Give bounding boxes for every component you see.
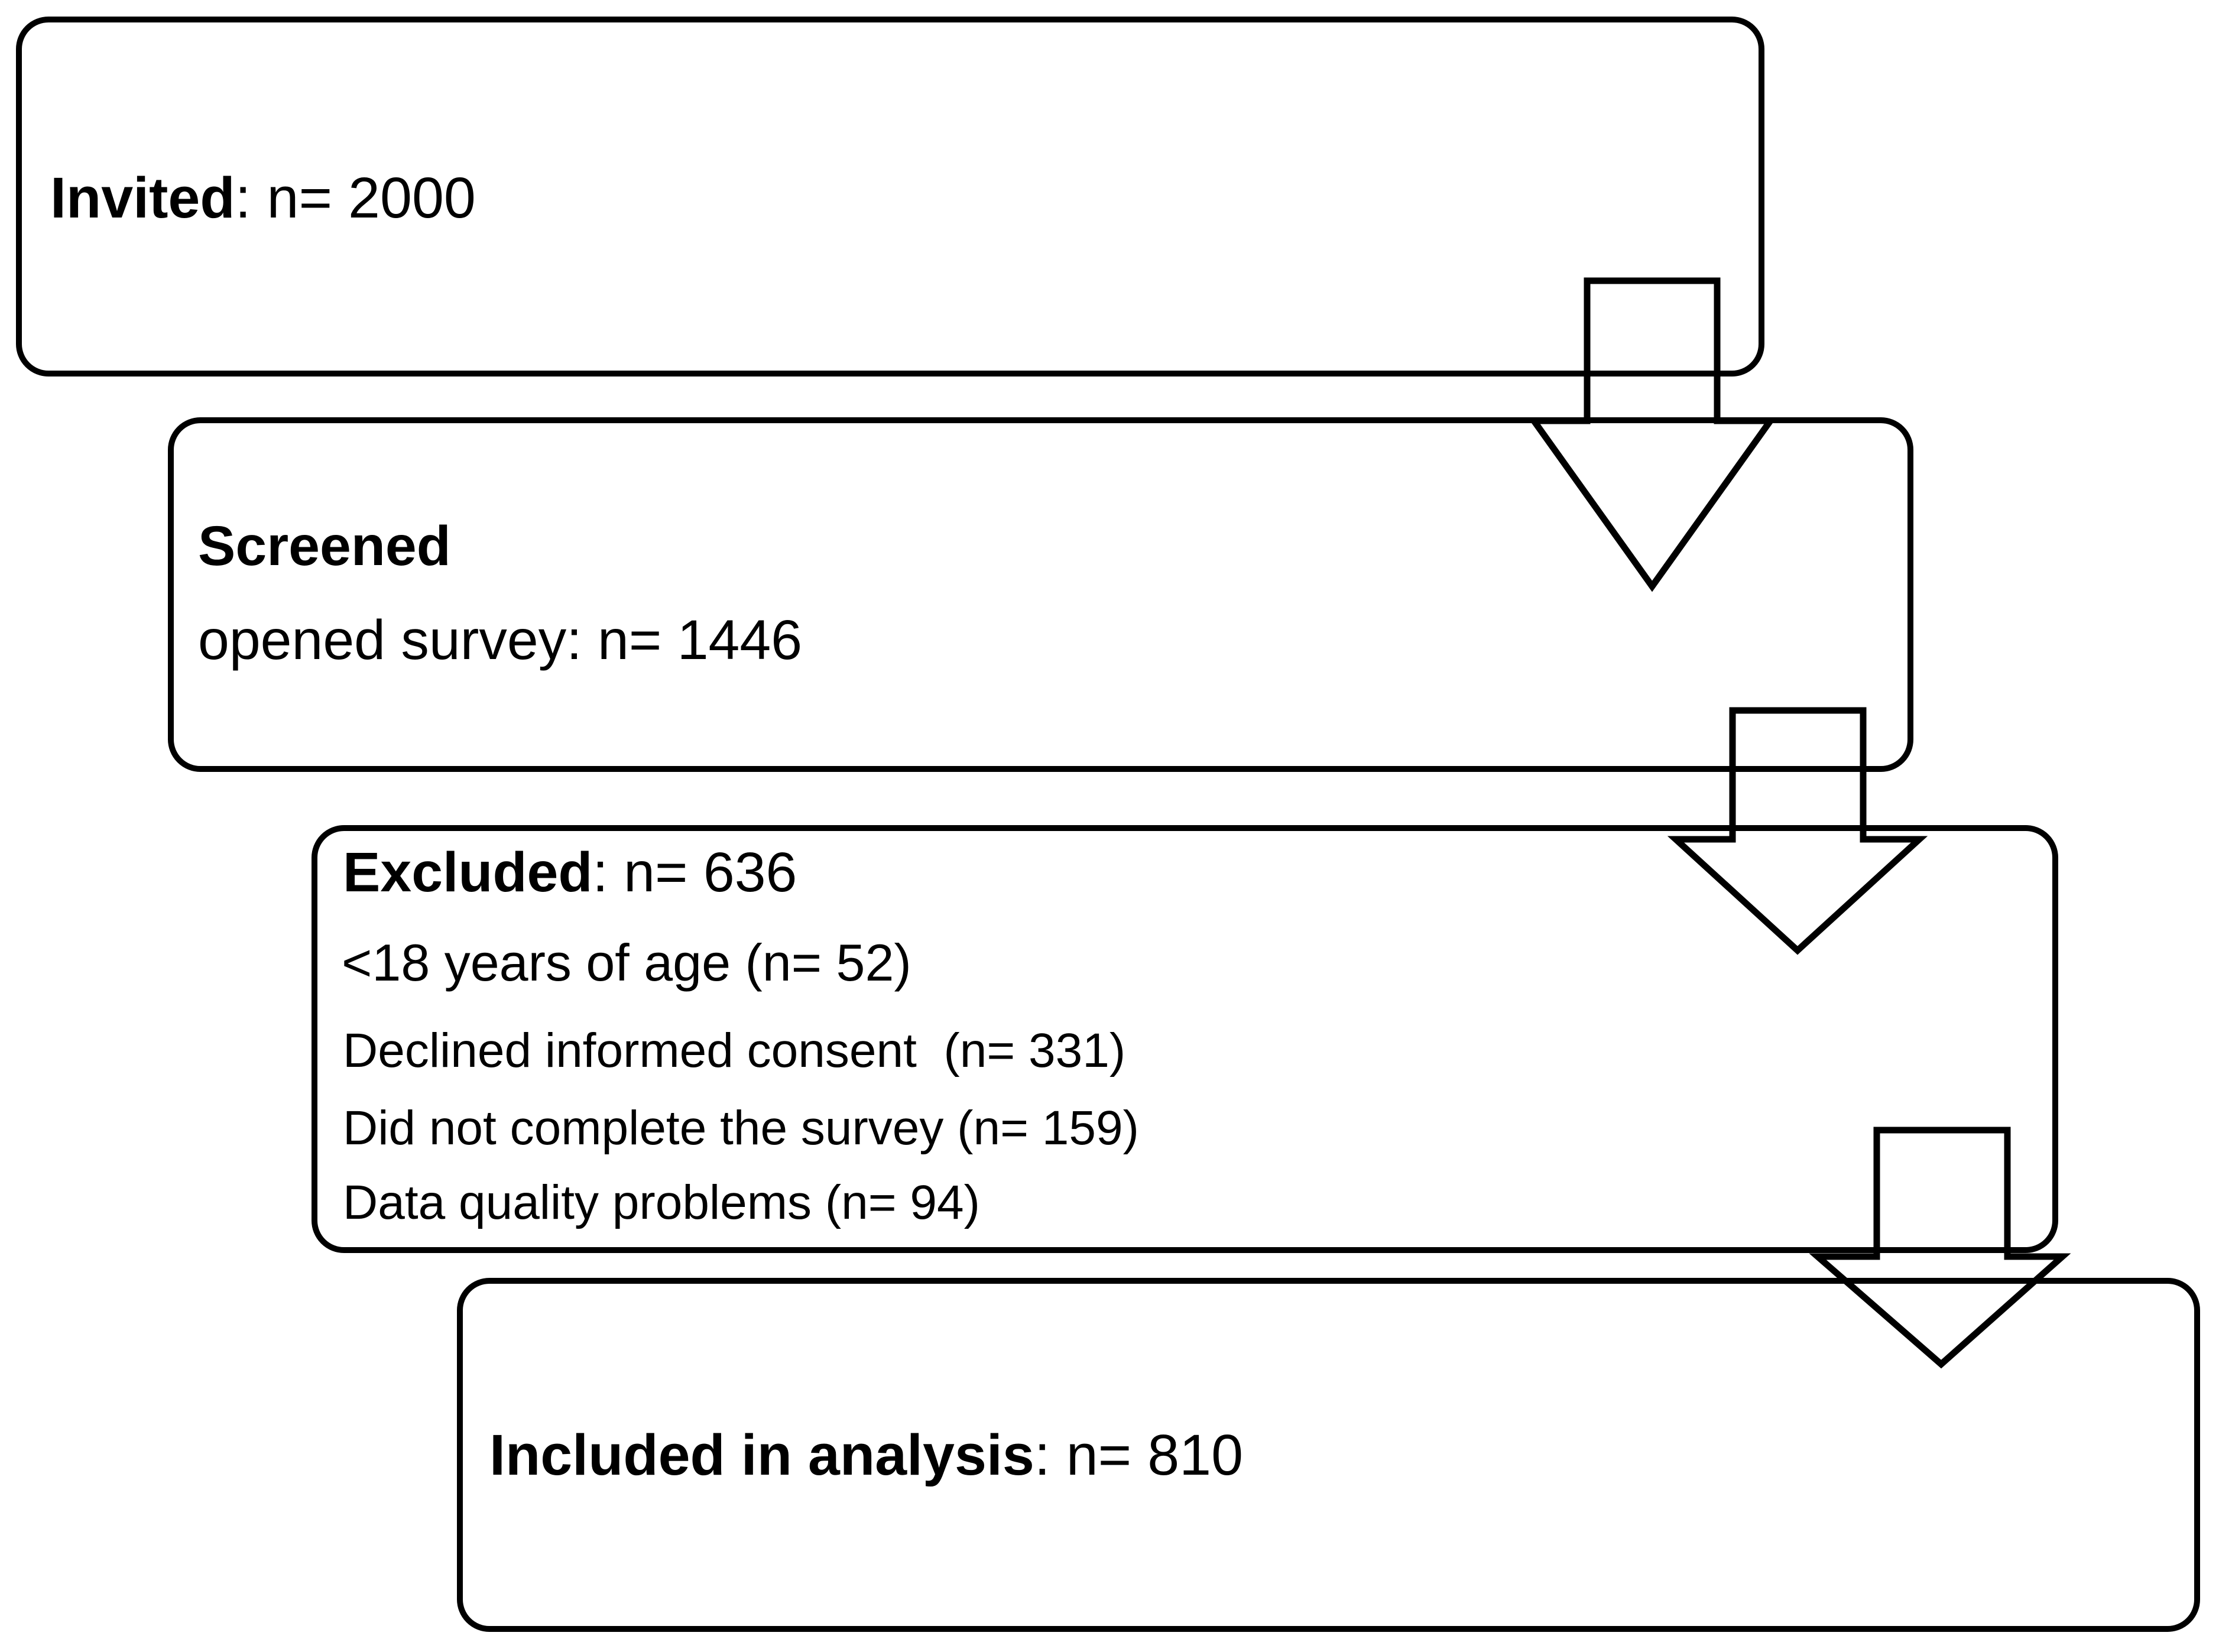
excluded-item-age: <18 years of age (n= 52) xyxy=(342,937,911,989)
invited-title-rest: : n= 2000 xyxy=(235,165,476,230)
excluded-item-incomplete: Did not complete the survey (n= 159) xyxy=(343,1104,1139,1153)
excluded-title-rest: : n= 636 xyxy=(592,841,797,904)
box-invited xyxy=(16,17,1764,377)
box-screened-subtitle: opened survey: n= 1446 xyxy=(198,612,802,668)
excluded-item-quality: Data quality problems (n= 94) xyxy=(343,1179,980,1227)
box-included xyxy=(457,1278,2200,1632)
invited-title-bold: Invited xyxy=(50,165,235,230)
excluded-item-consent: Declined informed consent (n= 331) xyxy=(343,1027,1125,1075)
down-arrow-icon-invited-to-screened xyxy=(1527,277,1777,592)
excluded-item-quality-text: Data quality problems (n= 94) xyxy=(343,1176,980,1229)
down-arrow-icon-excluded-to-included xyxy=(1809,1127,2071,1369)
down-arrow-icon-screened-to-excluded xyxy=(1667,707,1928,955)
box-invited-label: Invited: n= 2000 xyxy=(50,169,476,226)
box-screened xyxy=(168,417,1913,772)
screened-subtitle-text: opened survey: n= 1446 xyxy=(198,609,803,671)
excluded-title-bold: Excluded xyxy=(343,841,593,904)
included-title-rest: : n= 810 xyxy=(1034,1423,1244,1487)
included-title-bold: Included in analysis xyxy=(489,1423,1034,1487)
box-excluded xyxy=(312,825,2058,1253)
excluded-item-age-text: <18 years of age (n= 52) xyxy=(342,933,911,992)
box-screened-title: Screened xyxy=(198,518,451,575)
excluded-item-incomplete-text: Did not complete the survey (n= 159) xyxy=(343,1101,1139,1155)
screened-title-bold: Screened xyxy=(198,515,451,577)
box-excluded-title: Excluded: n= 636 xyxy=(343,845,797,901)
box-included-label: Included in analysis: n= 810 xyxy=(489,1426,1243,1484)
excluded-item-consent-text: Declined informed consent (n= 331) xyxy=(343,1024,1126,1077)
